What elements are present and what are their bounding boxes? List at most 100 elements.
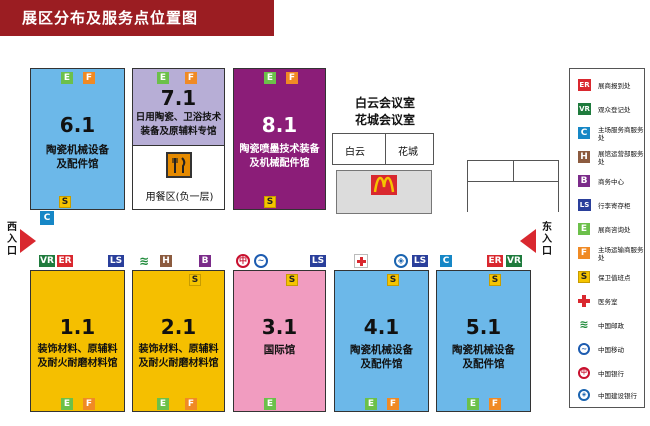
hall-6-1[interactable]: E F 6.1 陶瓷机械设备 及配件馆 S bbox=[30, 68, 125, 210]
legend-label: 中国银行 bbox=[598, 370, 624, 378]
hall-8-1[interactable]: E F 8.1 陶瓷喷墨技术装备 及机械配件馆 S bbox=[233, 68, 326, 210]
hall-1-1[interactable]: 1.1 装饰材料、原辅料 及耐火耐磨材料馆 E F bbox=[30, 270, 125, 412]
east-entrance-arrow[interactable] bbox=[520, 229, 536, 253]
luggage-storage-badge: LS bbox=[108, 255, 124, 267]
construction-bank-icon: ◈ bbox=[394, 254, 408, 268]
legend-label: 保卫值班点 bbox=[598, 274, 631, 282]
security-badge: S bbox=[264, 196, 276, 208]
fork-knife-icon bbox=[166, 152, 192, 178]
legend-label: 商务中心 bbox=[598, 178, 624, 186]
luggage-storage-badge: LS bbox=[578, 199, 591, 211]
hall-name: 日用陶瓷、卫浴技术 装备及原辅料专馆 bbox=[135, 112, 222, 137]
hall-name: 陶瓷机械设备 及配件馆 bbox=[452, 344, 515, 370]
luggage-storage-badge: LS bbox=[412, 255, 428, 267]
legend-label: 主场运输商服务处 bbox=[598, 246, 644, 262]
hall-number: 6.1 bbox=[59, 113, 96, 137]
hall-4-1[interactable]: S 4.1 陶瓷机械设备 及配件馆 E F bbox=[334, 270, 429, 412]
china-post-icon: ≋ bbox=[138, 254, 150, 268]
exhibitor-info-badge: E bbox=[578, 223, 590, 235]
legend-item-f: F 主场运输商服务处 bbox=[578, 245, 644, 265]
west-entrance-label: 西入口 bbox=[7, 222, 17, 257]
meeting-rooms-block[interactable]: 白云 花城 bbox=[332, 133, 434, 165]
legend-label: 中国建设银行 bbox=[598, 392, 637, 400]
legend-label: 医务室 bbox=[598, 298, 618, 306]
transport-service-badge: F bbox=[185, 72, 197, 84]
transport-service-badge: F bbox=[286, 72, 298, 84]
exhibitor-registration-badge: ER bbox=[487, 255, 503, 267]
hall-name: 陶瓷机械设备 及配件馆 bbox=[46, 144, 109, 170]
legend-label: 中国移动 bbox=[598, 346, 624, 354]
legend-item-vr: VR 观众登记处 bbox=[578, 101, 644, 121]
security-badge: S bbox=[59, 196, 71, 208]
security-badge: S bbox=[489, 274, 501, 286]
venue-operations-badge: H bbox=[160, 255, 172, 267]
hall-2-1[interactable]: S 2.1 装饰材料、原辅料 及耐火耐磨材料馆 E F bbox=[132, 270, 225, 412]
meeting-room-title-1: 白云会议室 bbox=[354, 96, 415, 110]
hall-number: 2.1 bbox=[160, 315, 197, 339]
meeting-room-huacheng[interactable]: 花城 bbox=[398, 147, 418, 158]
exhibitor-info-badge: E bbox=[157, 72, 169, 84]
legend-item-c: C 主场服务商服务处 bbox=[578, 125, 644, 145]
legend-label: 行李寄存柜 bbox=[598, 202, 631, 210]
legend-label: 展商咨询处 bbox=[598, 226, 631, 234]
business-center-badge: B bbox=[578, 175, 590, 187]
corridor-structure bbox=[467, 160, 559, 212]
contractor-service-badge: C bbox=[40, 211, 54, 225]
hall-5-1[interactable]: S 5.1 陶瓷机械设备 及配件馆 E F bbox=[436, 270, 531, 412]
security-badge: S bbox=[189, 274, 201, 286]
hall-number: 5.1 bbox=[465, 315, 502, 339]
transport-service-badge: F bbox=[83, 72, 95, 84]
hall-7-1[interactable]: E F 7.1 日用陶瓷、卫浴技术 装备及原辅料专馆 bbox=[132, 68, 225, 146]
legend-item-b: B 商务中心 bbox=[578, 173, 644, 193]
contractor-service-badge: C bbox=[440, 255, 452, 267]
hall-3-1[interactable]: S 3.1 国际馆 E bbox=[233, 270, 326, 412]
exhibitor-registration-badge: ER bbox=[578, 79, 591, 91]
mcdonalds-icon bbox=[371, 175, 397, 195]
hall-name: 装饰材料、原辅料 及耐火耐磨材料馆 bbox=[138, 344, 219, 369]
exhibitor-info-badge: E bbox=[365, 398, 377, 410]
exhibitor-info-badge: E bbox=[157, 398, 169, 410]
bank-of-china-icon: 中 bbox=[578, 367, 590, 379]
security-badge: S bbox=[286, 274, 298, 286]
medical-cross-icon bbox=[578, 295, 590, 307]
dining-label: 用餐区(负一层) bbox=[145, 192, 214, 203]
exhibitor-info-badge: E bbox=[264, 398, 276, 410]
transport-service-badge: F bbox=[83, 398, 95, 410]
legend-item-medical: 医务室 bbox=[578, 293, 644, 313]
legend-item-boc: 中 中国银行 bbox=[578, 365, 644, 385]
exhibitor-info-badge: E bbox=[61, 72, 73, 84]
exhibitor-info-badge: E bbox=[467, 398, 479, 410]
contractor-service-badge: C bbox=[578, 127, 590, 139]
legend-label: 主场服务商服务处 bbox=[598, 126, 644, 142]
visitor-registration-badge: VR bbox=[578, 103, 591, 115]
legend-item-mobile: ~ 中国移动 bbox=[578, 341, 644, 361]
china-mobile-icon: ~ bbox=[254, 254, 268, 268]
meeting-room-baiyun[interactable]: 白云 bbox=[345, 147, 365, 158]
legend-item-h: H 展馆运营部服务处 bbox=[578, 149, 644, 169]
hall-name: 陶瓷喷墨技术装备 及机械配件馆 bbox=[239, 144, 320, 169]
security-badge: S bbox=[578, 271, 590, 283]
legend-item-er: ER 展商报到处 bbox=[578, 77, 644, 97]
bank-of-china-icon: 中 bbox=[236, 254, 250, 268]
divider-line bbox=[513, 161, 514, 181]
legend-label: 展馆运营部服务处 bbox=[598, 150, 644, 166]
hall-name: 装饰材料、原辅料 及耐火耐磨材料馆 bbox=[37, 344, 118, 369]
exhibitor-info-badge: E bbox=[61, 398, 73, 410]
security-badge: S bbox=[387, 274, 399, 286]
visitor-registration-badge: VR bbox=[39, 255, 55, 267]
restaurant-block[interactable] bbox=[336, 170, 432, 214]
venue-operations-badge: H bbox=[578, 151, 590, 163]
luggage-storage-badge: LS bbox=[310, 255, 326, 267]
legend-item-e: E 展商咨询处 bbox=[578, 221, 644, 241]
west-entrance-arrow[interactable] bbox=[20, 229, 36, 253]
page-title: 展区分布及服务点位置图 bbox=[0, 0, 274, 36]
dining-area[interactable]: 用餐区(负一层) bbox=[132, 146, 225, 210]
transport-service-badge: F bbox=[387, 398, 399, 410]
hall-number: 7.1 bbox=[160, 86, 197, 110]
divider-line bbox=[468, 181, 558, 182]
hall-number: 3.1 bbox=[261, 315, 298, 339]
hall-name: 国际馆 bbox=[263, 344, 296, 356]
business-center-badge: B bbox=[199, 255, 211, 267]
hall-number: 1.1 bbox=[59, 315, 96, 339]
legend-item-ccb: ◈ 中国建设银行 bbox=[578, 387, 644, 407]
